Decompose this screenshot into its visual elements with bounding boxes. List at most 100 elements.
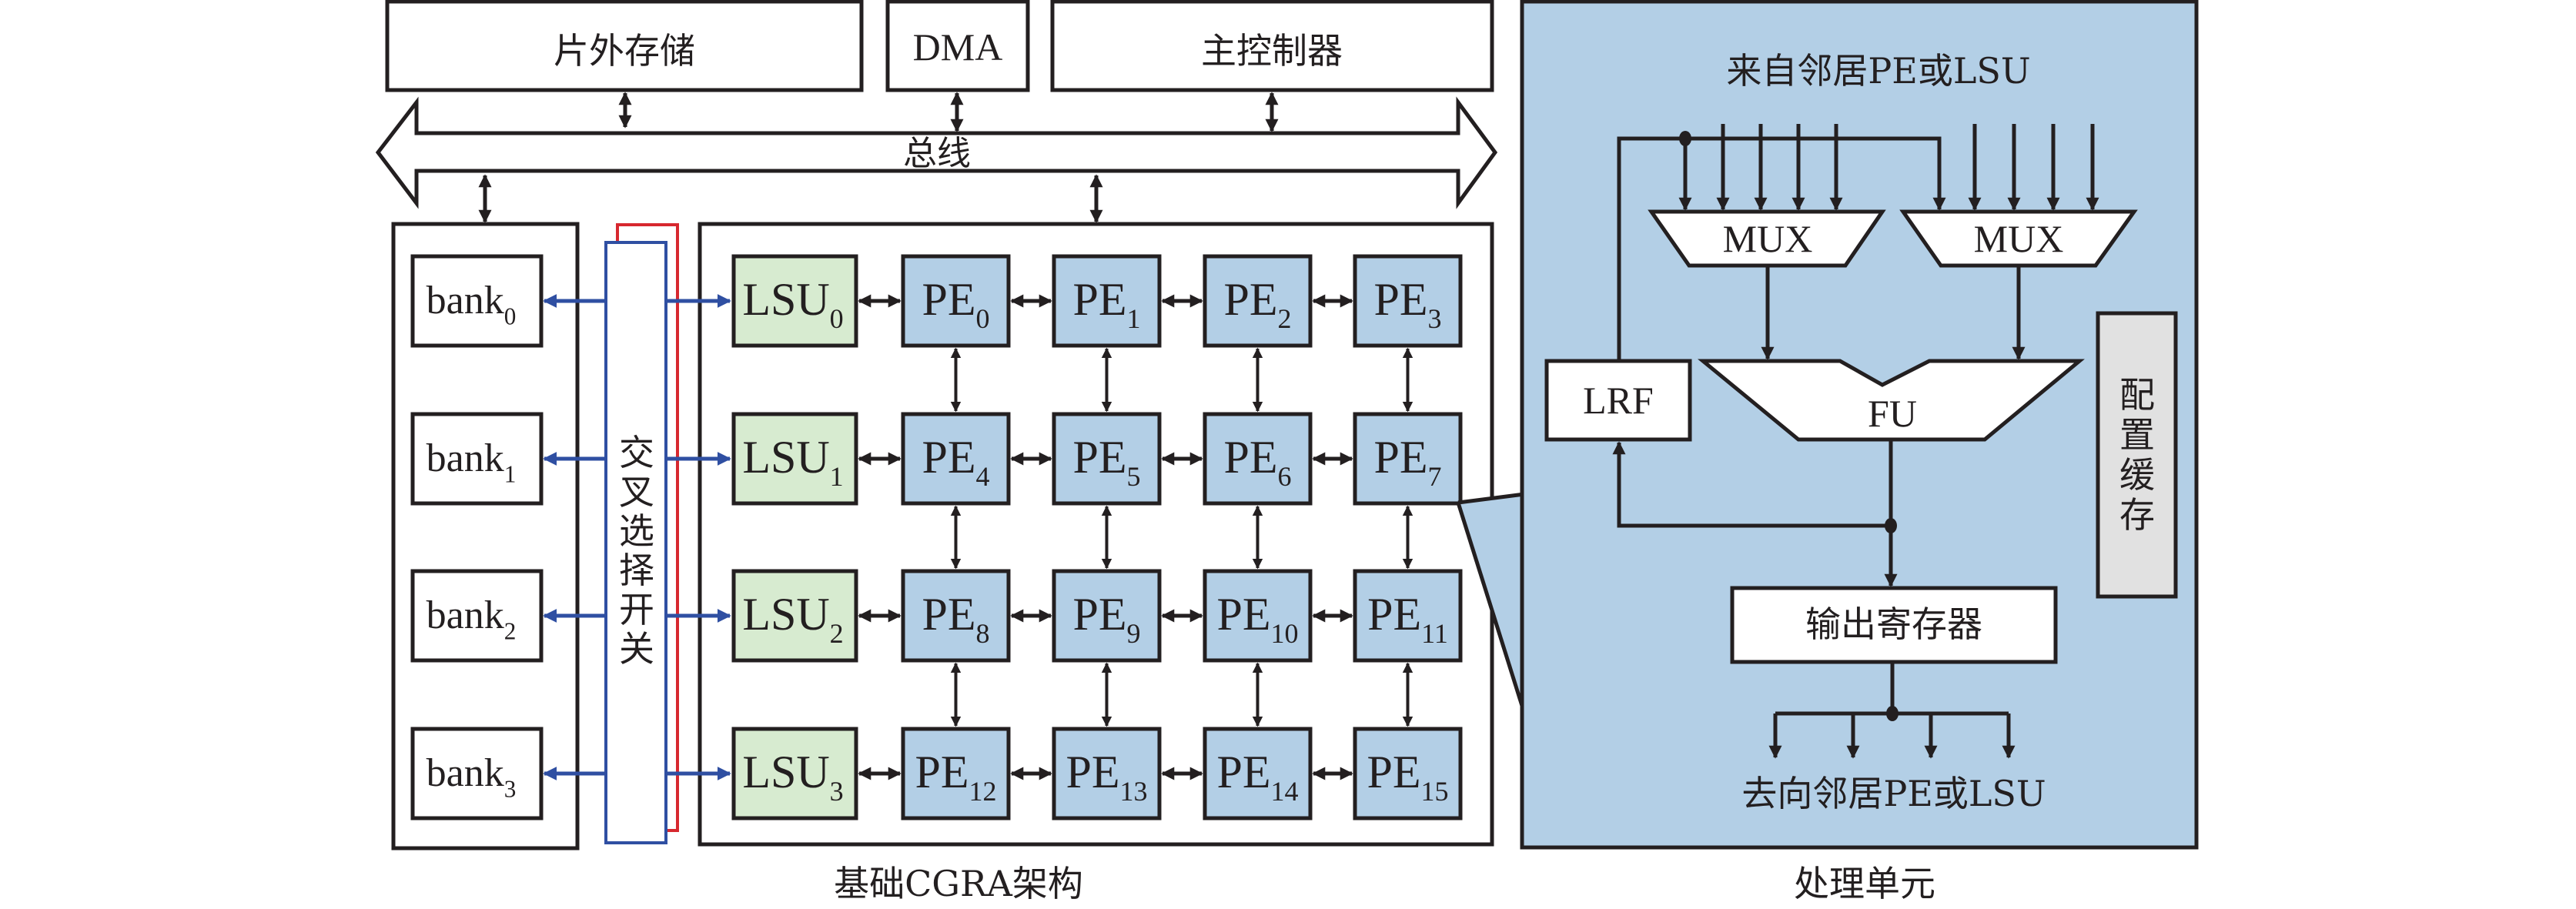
pe-label-text: PE	[1216, 747, 1270, 797]
pe-label-subscript: 2	[1278, 303, 1292, 334]
lsu-label: LSU2	[742, 589, 843, 649]
pe-label: PE7	[1373, 432, 1441, 492]
pe-label-text: PE	[1216, 589, 1270, 640]
lsu-label-text: LSU	[742, 274, 829, 325]
crossbar-label-char: 关	[619, 628, 654, 670]
input-source-label: 来自邻居PE或LSU	[1726, 50, 2030, 92]
bank-label-subscript: 0	[504, 303, 517, 330]
processing-element: PE2	[1203, 254, 1313, 348]
output-destination-label: 去向邻居PE或LSU	[1741, 773, 2046, 814]
bank-label: bank0	[427, 279, 517, 330]
processing-element: PE11	[1353, 569, 1463, 663]
pe-label-subscript: 0	[976, 303, 990, 334]
lsu-label: LSU3	[742, 747, 843, 807]
pe-label-text: PE	[922, 589, 975, 640]
lrf-feedback-line	[1612, 441, 1891, 528]
lsu-label-text: LSU	[742, 589, 829, 640]
pe-label: PE8	[922, 589, 989, 649]
pe-label: PE12	[915, 747, 996, 807]
bus-connectors	[478, 92, 1279, 223]
pe-label-subscript: 3	[1428, 303, 1442, 334]
processing-element: PE15	[1353, 727, 1463, 820]
dma-label: DMA	[913, 25, 1003, 69]
pe-label: PE15	[1367, 747, 1448, 807]
bus-double-arrow	[375, 96, 1498, 209]
callout-edge-bottom	[1456, 502, 1524, 707]
memory-bank: bank2	[410, 569, 544, 663]
lsu-label-subscript: 1	[830, 461, 844, 492]
pe-label-text: PE	[1367, 589, 1421, 640]
mux-right-label: MUX	[1974, 217, 2064, 260]
bank-label: bank1	[427, 436, 517, 488]
lsu-label: LSU1	[742, 432, 843, 492]
mux-left-label: MUX	[1723, 217, 1813, 260]
bank-label-subscript: 1	[504, 461, 517, 488]
junction-dot-output	[1885, 518, 1897, 533]
pe-label-text: PE	[1066, 747, 1119, 797]
crossbar-label-char: 择	[619, 550, 654, 591]
pe-label-subscript: 4	[976, 461, 990, 492]
bank-label: bank3	[427, 751, 517, 803]
output-register: 输出寄存器	[1730, 586, 2058, 664]
crossbar-label-char: 叉	[619, 471, 654, 513]
pe-label-subscript: 13	[1120, 776, 1148, 807]
lsu-unit: LSU1	[731, 412, 858, 506]
output-register-label: 输出寄存器	[1805, 603, 1982, 645]
bank-label-text: bank	[427, 279, 504, 322]
offchip-memory-block: 片外存储	[385, 0, 864, 92]
memory-bank: bank1	[410, 412, 544, 506]
processing-element: PE14	[1203, 727, 1313, 820]
config-buffer-char: 缓	[2119, 454, 2155, 496]
processing-element: PE0	[901, 254, 1011, 348]
system-bus: 总线	[375, 96, 1498, 209]
pe-label-text: PE	[1373, 274, 1427, 325]
processing-element: PE6	[1203, 412, 1313, 506]
bank-label-text: bank	[427, 751, 504, 795]
mux-right: MUX	[1899, 209, 2138, 268]
config-buffer-char: 配	[2119, 374, 2155, 416]
pe-label: PE4	[922, 432, 989, 492]
pe-label-subscript: 9	[1127, 618, 1141, 649]
main-controller-block: 主控制器	[1050, 0, 1494, 92]
bank-label-subscript: 3	[504, 776, 517, 803]
processing-element: PE5	[1052, 412, 1162, 506]
bank-label-text: bank	[427, 593, 504, 637]
processing-element: PE10	[1203, 569, 1313, 663]
functional-unit: FU	[1698, 359, 2085, 442]
local-register-file: LRF	[1544, 359, 1692, 442]
pe-label-subscript: 11	[1421, 618, 1448, 649]
pe-label: PE11	[1367, 589, 1448, 649]
pe-label-subscript: 12	[969, 776, 997, 807]
lsu-label-text: LSU	[742, 747, 829, 797]
pe-label-text: PE	[922, 274, 975, 325]
pe-label: PE5	[1072, 432, 1140, 492]
pe-label-text: PE	[1072, 274, 1126, 325]
processing-element: PE12	[901, 727, 1011, 820]
pe-label-text: PE	[1373, 432, 1427, 483]
main-controller-label: 主控制器	[1201, 30, 1343, 72]
bank-label-text: bank	[427, 436, 504, 480]
pe-label: PE2	[1223, 274, 1291, 334]
lsu-label-text: LSU	[742, 432, 829, 483]
pe-label-subscript: 7	[1428, 461, 1442, 492]
pe-label: PE13	[1066, 747, 1147, 807]
pe-label-subscript: 14	[1271, 776, 1299, 807]
pe-label-text: PE	[915, 747, 969, 797]
pe-label-subscript: 15	[1421, 776, 1449, 807]
config-buffer-char: 置	[2119, 414, 2155, 456]
pe-label-subscript: 10	[1271, 618, 1299, 649]
crossbar-label-char: 交	[619, 432, 654, 473]
pe-label-subscript: 5	[1127, 461, 1141, 492]
lsu-unit: LSU0	[731, 254, 858, 348]
pe-label-text: PE	[1223, 432, 1277, 483]
pe-detail-caption: 处理单元	[1794, 863, 1935, 904]
mux-left: MUX	[1648, 209, 1886, 268]
pe-label-text: PE	[1072, 589, 1126, 640]
config-buffer-char: 存	[2119, 494, 2155, 536]
